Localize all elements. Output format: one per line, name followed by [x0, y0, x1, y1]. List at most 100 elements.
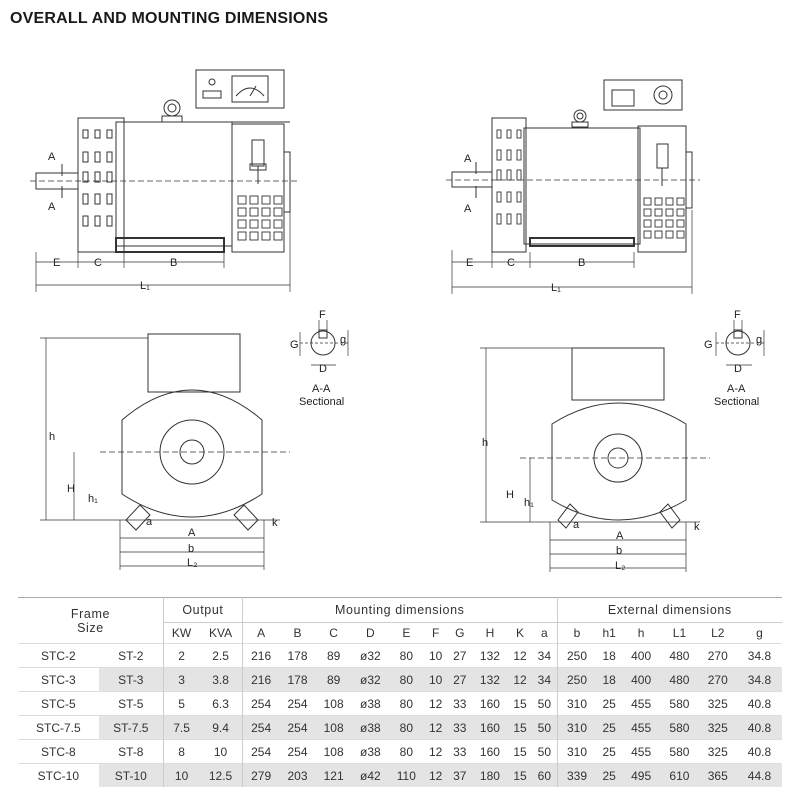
frame-cell: STC-7.5 [18, 715, 99, 740]
frame-header-line1: Frame [70, 606, 111, 621]
frame-size-header: Frame Size [18, 598, 163, 644]
value-cell: 33 [453, 744, 467, 759]
value-cell: 40.8 [747, 744, 772, 759]
value-cell: 400 [631, 648, 652, 663]
value-cell: 80 [399, 648, 414, 663]
value-cell: 12.5 [199, 763, 243, 787]
value-cell: 480 [669, 648, 690, 663]
value-cell: ø38 [360, 744, 381, 759]
value-cell: 270 [698, 667, 737, 692]
frame-cell: ST-2 [118, 648, 144, 663]
frame-header-line2: Size [77, 620, 104, 635]
label-E-2: E [466, 257, 473, 269]
value-cell: 44.8 [736, 763, 782, 787]
value-cell: 10 [423, 667, 448, 692]
value-cell: 178 [279, 667, 316, 692]
label-a: a [146, 516, 153, 528]
value-cell: 50 [537, 744, 552, 759]
label-F: F [319, 309, 326, 321]
label-g: g [340, 334, 346, 346]
value-cell: ø38 [360, 696, 381, 711]
column-header: B [293, 626, 302, 640]
value-cell: 12 [428, 696, 443, 711]
value-cell: ø32 [360, 648, 381, 663]
front-view-large [40, 320, 349, 570]
value-cell: 3 [162, 667, 200, 692]
value-cell: 9.4 [199, 715, 243, 740]
label-section-name-2: A-A [727, 383, 746, 395]
column-header: K [516, 626, 525, 640]
value-cell: 37 [447, 763, 472, 787]
frame-cell: ST-8 [118, 744, 144, 759]
frame-cell: STC-10 [18, 763, 99, 787]
value-cell: 160 [471, 715, 508, 740]
value-cell: 250 [556, 643, 597, 668]
label-h: h [49, 431, 55, 443]
value-cell: 108 [323, 744, 344, 759]
value-cell: 10 [213, 744, 228, 759]
value-cell: 580 [660, 715, 699, 740]
side-view-small [446, 79, 700, 294]
label-L1: L₁ [140, 280, 150, 292]
value-cell: 27 [453, 648, 467, 663]
value-cell: 12 [423, 715, 448, 740]
value-cell: 254 [241, 739, 280, 764]
label-H-2: H [506, 489, 514, 501]
frame-cell: STC-5 [41, 696, 76, 711]
value-cell: 310 [556, 715, 597, 740]
value-cell: 455 [621, 715, 661, 740]
label-G: G [290, 339, 299, 351]
frame-cell: ST-3 [98, 667, 164, 692]
mounting-header: Mounting dimensions [241, 597, 558, 623]
label-b: b [188, 543, 194, 555]
value-cell: 10 [162, 763, 200, 787]
value-cell: 400 [621, 667, 661, 692]
value-cell: 12 [428, 744, 443, 759]
value-cell: 108 [315, 715, 352, 740]
value-cell: 25 [596, 715, 622, 740]
dimension-drawings: A A E C B L₁ A A E C B L₁ F G g D A-A Se… [30, 69, 765, 572]
label-A-front: A [188, 527, 196, 539]
value-cell: 216 [241, 643, 280, 668]
column-header: C [329, 626, 338, 640]
external-header: External dimensions [556, 597, 782, 623]
label-k: k [272, 517, 278, 529]
value-cell: 325 [707, 696, 728, 711]
value-cell: 15 [513, 744, 527, 759]
value-cell: 2 [162, 643, 200, 668]
label-H: H [67, 483, 75, 495]
column-header: F [431, 626, 440, 640]
label-section-caption-2: Sectional [714, 396, 759, 408]
output-header: Output [162, 597, 243, 623]
value-cell: 34 [537, 648, 552, 663]
value-cell: 270 [707, 648, 728, 663]
label-B-2: B [578, 257, 585, 269]
column-header: G [455, 626, 465, 640]
value-cell: 254 [241, 715, 280, 740]
value-cell: 3.8 [199, 667, 243, 692]
label-G-2: G [704, 339, 713, 351]
value-cell: 12 [423, 763, 448, 787]
label-A-top: A [48, 151, 56, 163]
label-L2-2: L₂ [615, 560, 625, 572]
value-cell: 80 [399, 696, 414, 711]
value-cell: 325 [707, 744, 728, 759]
front-view-small [480, 320, 765, 572]
value-cell: 325 [698, 715, 737, 740]
frame-cell: ST-5 [118, 696, 144, 711]
column-header: A [241, 622, 280, 644]
value-cell: 34.8 [736, 667, 782, 692]
label-h-2: h [482, 437, 488, 449]
value-cell: 7.5 [162, 715, 200, 740]
value-cell: 310 [556, 691, 597, 716]
frame-cell: ST-10 [98, 763, 164, 787]
label-C-2: C [507, 257, 515, 269]
label-L1-2: L₁ [551, 282, 561, 294]
value-cell: 80 [389, 667, 424, 692]
dimensions-table: Frame Size Output Mounting dimensions Ex… [18, 597, 782, 787]
value-cell: ø42 [351, 763, 390, 787]
value-cell: 25 [602, 744, 616, 759]
